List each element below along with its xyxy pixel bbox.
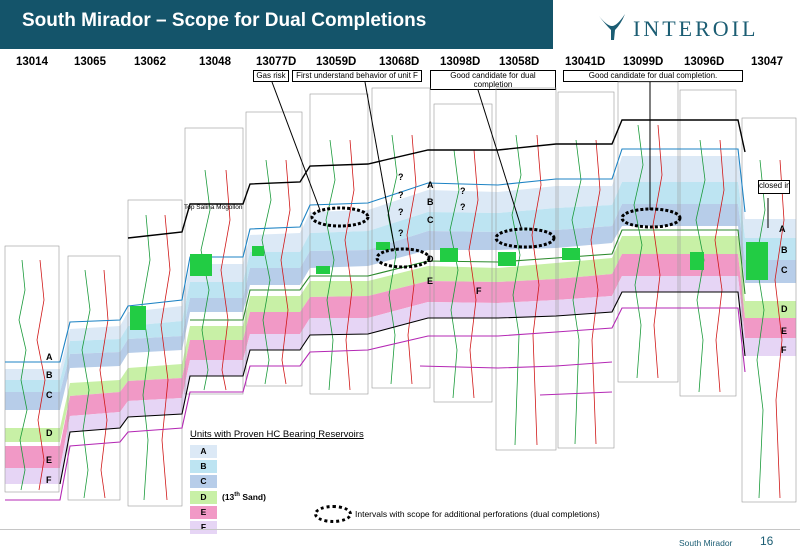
unit-label-e: E	[427, 276, 434, 286]
unit-label-b: B	[46, 370, 53, 380]
unit-band-c	[5, 204, 796, 410]
uncertain-marker: ?	[398, 190, 404, 200]
footer-field-name: South Mirador	[679, 538, 733, 548]
well-label: 13041D	[565, 56, 606, 68]
sand-note-suffix: Sand)	[239, 492, 266, 502]
callout-good-candidate: Good candidate for dual completion.	[563, 70, 743, 82]
unit-band-a	[5, 156, 796, 380]
unit-label-d: D	[46, 428, 53, 438]
well-label: 13068D	[379, 56, 420, 68]
unit-band-d	[5, 236, 796, 442]
unit-label-e: E	[781, 326, 788, 336]
uncertain-marker: ?	[398, 172, 404, 182]
sand-note: (13th Sand)	[222, 492, 266, 502]
well-label: 13065	[74, 56, 106, 68]
legend-unit-b: B	[190, 460, 217, 473]
whale-tail-icon	[599, 14, 625, 40]
uncertain-marker: ?	[398, 207, 404, 217]
unit-label-f: F	[46, 475, 52, 485]
page-number: 16	[760, 534, 774, 548]
company-logo: INTEROIL	[597, 12, 787, 44]
well-label: 13062	[134, 56, 166, 68]
well-log-cross-section	[4, 81, 797, 507]
unit-band-f	[5, 276, 796, 484]
callout-first-understand: First understand behavior of unit F	[292, 70, 422, 82]
well-label: 13048	[199, 56, 231, 68]
well-label: 13047	[751, 56, 783, 68]
legend-unit-f: F	[190, 521, 217, 534]
unit-label-c: C	[427, 215, 434, 225]
dual-completion-ellipses	[310, 206, 682, 269]
unit-band-b	[5, 182, 796, 392]
unit-band-e	[5, 254, 796, 468]
legend-unit-e: E	[190, 506, 217, 519]
unit-label-a: A	[779, 224, 786, 234]
unit-label-e: E	[46, 455, 53, 465]
legend-title: Units with Proven HC Bearing Reservoirs	[190, 429, 364, 440]
unit-label-c: C	[46, 390, 53, 400]
unit-label-f: F	[781, 345, 787, 355]
well-label: 13096D	[684, 56, 725, 68]
callout-arrows	[271, 81, 769, 251]
log-curves	[18, 124, 785, 501]
uncertain-marker: ?	[460, 202, 466, 212]
uncertain-marker: ?	[460, 186, 466, 196]
unit-label-b: B	[427, 197, 434, 207]
callout-closed-in: closed in	[758, 180, 790, 194]
dual-completion-ellipse-icon	[314, 505, 352, 523]
legend-unit-d: D	[190, 491, 217, 504]
well-label: 13077D	[256, 56, 297, 68]
sand-note-sup: th	[234, 492, 240, 499]
green-perforation-markers	[130, 242, 768, 330]
unit-label-d: D	[427, 254, 434, 264]
footer-divider	[0, 529, 800, 530]
legend-unit-c: C	[190, 475, 217, 488]
title-bar: South Mirador – Scope for Dual Completio…	[0, 0, 553, 49]
unit-label-c: C	[781, 265, 788, 275]
ellipse-legend-text: Intervals with scope for additional perf…	[355, 509, 600, 519]
unit-label-f: F	[476, 286, 482, 296]
callout-gas-risk: Gas risk	[253, 70, 289, 82]
legend-unit-a: A	[190, 445, 217, 458]
unit-label-b: B	[781, 245, 788, 255]
callout-good-candidate: Good candidate for dual completion	[430, 70, 556, 90]
logo-text: INTEROIL	[633, 16, 759, 41]
well-label: 13059D	[316, 56, 357, 68]
well-label: 13098D	[440, 56, 481, 68]
sand-note-prefix: (13	[222, 492, 235, 502]
well-label: 13014	[16, 56, 48, 68]
unit-label-a: A	[427, 180, 434, 190]
well-log-tracks	[4, 81, 797, 507]
unit-label-a: A	[46, 352, 53, 362]
well-label: 13058D	[499, 56, 540, 68]
slide-title: South Mirador – Scope for Dual Completio…	[22, 10, 427, 31]
well-label: 13099D	[623, 56, 664, 68]
unit-label-d: D	[781, 304, 788, 314]
uncertain-marker: ?	[398, 228, 404, 238]
correlation-lines	[5, 119, 746, 501]
top-salina-mogollon-label: Top Salina Mogollon	[184, 204, 243, 211]
